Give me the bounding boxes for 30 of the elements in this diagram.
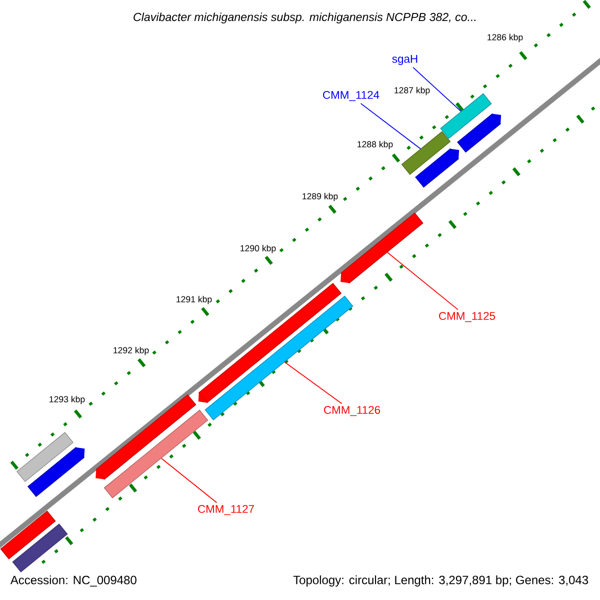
gene-block [401,131,451,175]
scale-label: 1293 kbp [50,396,85,404]
scale-label: 1292 kbp [114,346,149,356]
gene-block [96,394,196,480]
scale-label: 1289 kbp [302,192,338,202]
gene-block [340,212,424,284]
scale-label: 1286 kbp [488,34,523,42]
leader-line [160,458,218,504]
leader-line [386,252,458,310]
gene-label: CMM_1124 [323,91,380,102]
gene-label: CMM_1126 [324,406,380,416]
map-title: Clavibacter michiganensis subsp. michiganensis NCPPB 382, co... [134,12,476,24]
gene-block [0,510,56,560]
info-text: Accession: NC_009480 [10,575,136,587]
scale-label: 1291 kbp [176,296,212,304]
leader-line [284,362,342,404]
scale-label: 1290 kbp [240,244,276,254]
gene-block [440,93,492,139]
gene-block [12,524,68,572]
info-text: Topology: circular; Length: 3,297,891 bp; Genes: 3,043 [293,575,588,587]
gene-label: CMM_1125 [439,312,496,322]
gene-label: CMM_1127 [198,505,254,516]
scale-label: 1288 kbp [358,140,393,150]
gene-block [104,410,208,498]
gene-block [415,148,460,188]
gene-block [457,113,502,153]
leader-line [412,66,462,112]
leader-line [360,102,421,150]
gene-label: sgaH [392,54,418,66]
scale-label: 1287 kbp [394,86,430,96]
